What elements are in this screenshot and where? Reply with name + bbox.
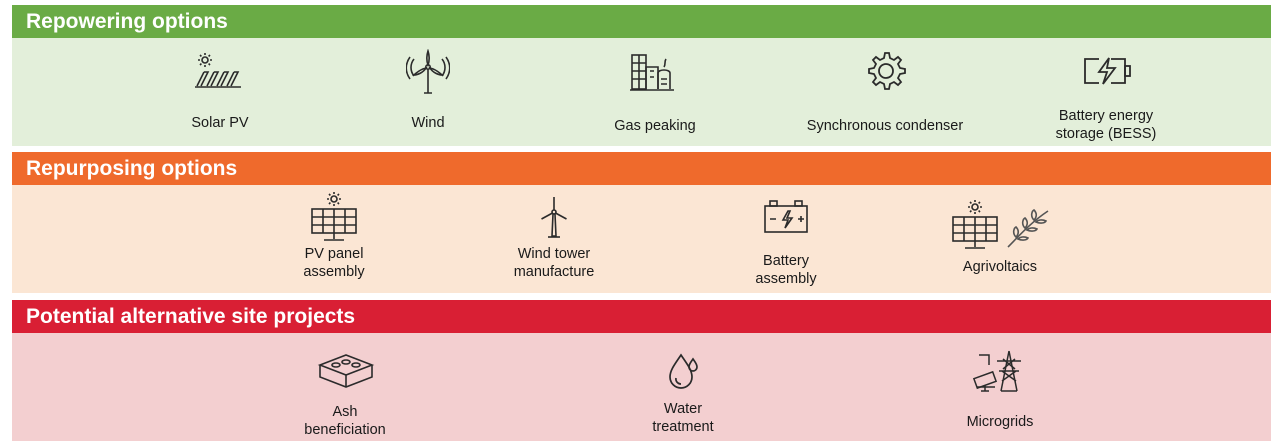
item-label: Gas peaking — [614, 118, 696, 134]
item-label: Solar PV — [191, 115, 249, 131]
item-solar-pv: Solar PV — [160, 114, 280, 132]
item-label: Battery energy storage (BESS) — [1055, 108, 1157, 142]
car-battery-icon — [762, 198, 810, 236]
microgrid-icon — [971, 349, 1029, 395]
repowering-title: Repowering options — [26, 10, 228, 33]
water-drop-icon — [664, 351, 704, 393]
gear-icon — [862, 50, 910, 92]
wind-turbine-icon — [406, 49, 450, 95]
alternative-projects-header: Potential alternative site projects — [12, 300, 1271, 333]
item-wind-tower-manufacture: Wind tower manufacture — [494, 245, 614, 281]
item-microgrids: Microgrids — [940, 413, 1060, 431]
battery-bolt-icon — [1081, 56, 1135, 86]
item-water-treatment: Water treatment — [623, 400, 743, 436]
item-agrivoltaics: Agrivoltaics — [940, 258, 1060, 276]
item-label: Water treatment — [652, 401, 714, 435]
repowering-header: Repowering options — [12, 5, 1271, 38]
item-bess: Battery energy storage (BESS) — [1036, 107, 1176, 143]
brick-icon — [316, 351, 376, 391]
repowering-panel — [12, 38, 1271, 146]
item-label: Wind tower manufacture — [513, 246, 595, 280]
item-battery-assembly: Battery assembly — [726, 252, 846, 288]
alternative-projects-panel — [12, 333, 1271, 441]
item-pv-panel-assembly: PV panel assembly — [274, 245, 394, 281]
wind-tower-icon — [536, 196, 572, 238]
repurposing-header: Repurposing options — [12, 152, 1271, 185]
item-label: Synchronous condenser — [806, 118, 964, 134]
item-synchronous-condenser: Synchronous condenser — [790, 117, 980, 135]
item-label: Ash beneficiation — [304, 404, 386, 438]
item-label: Microgrids — [966, 414, 1034, 430]
item-label: Wind — [411, 115, 445, 131]
repurposing-title: Repurposing options — [26, 157, 238, 180]
alternative-projects-title: Potential alternative site projects — [26, 305, 356, 328]
item-ash-beneficiation: Ash beneficiation — [285, 403, 405, 439]
item-label: Battery assembly — [755, 253, 817, 287]
repurposing-panel — [12, 185, 1271, 293]
solar-panel-icon — [193, 52, 245, 92]
pv-panel-icon — [309, 191, 359, 243]
gas-plant-icon — [628, 49, 676, 93]
agrivoltaics-icon — [950, 199, 1054, 251]
item-gas-peaking: Gas peaking — [595, 117, 715, 135]
item-wind: Wind — [368, 114, 488, 132]
item-label: PV panel assembly — [303, 246, 365, 280]
item-label: Agrivoltaics — [962, 259, 1038, 275]
